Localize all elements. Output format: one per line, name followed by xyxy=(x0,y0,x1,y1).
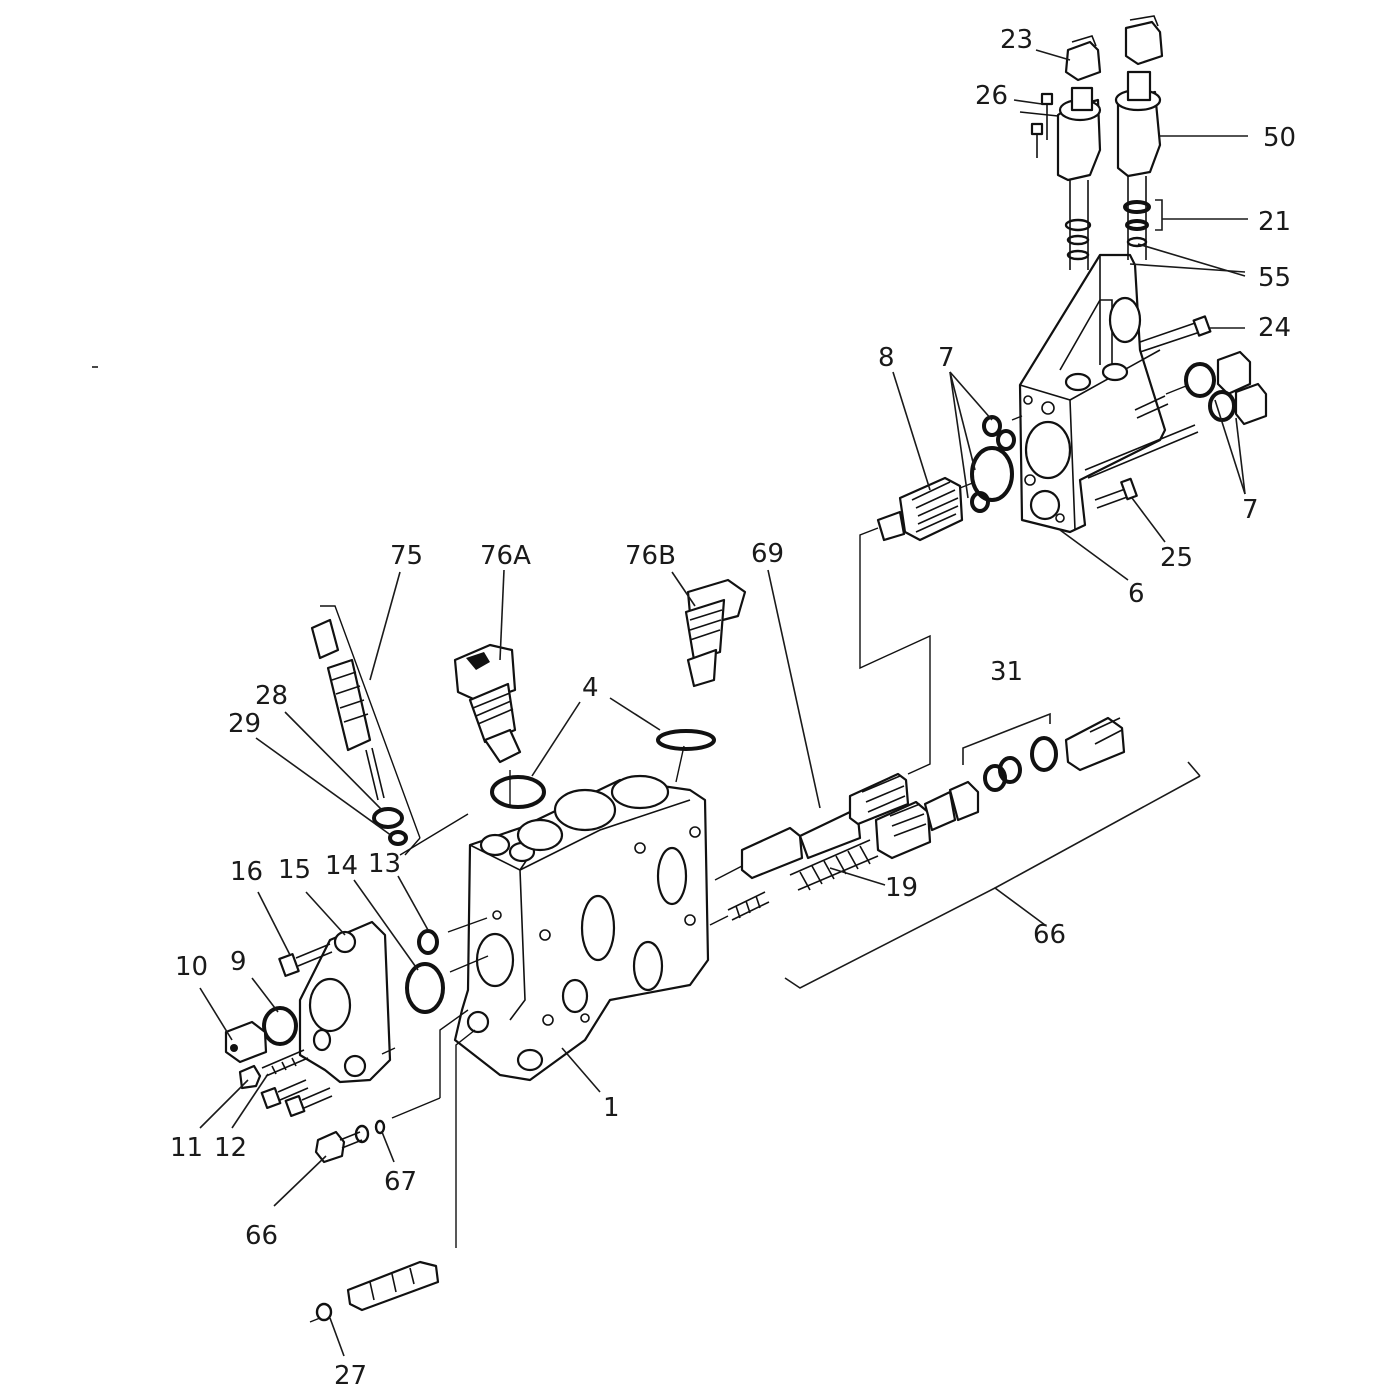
set-screw-12 xyxy=(261,1049,309,1077)
solenoid-valve-left xyxy=(1056,86,1102,270)
solenoid-valve-right xyxy=(1114,70,1162,260)
plug-7-upper xyxy=(1184,350,1252,398)
connector-plug-right xyxy=(1124,15,1164,66)
fitting-66 xyxy=(314,1119,386,1164)
o-ring-14 xyxy=(405,962,445,1014)
o-ring-4-left xyxy=(490,775,546,809)
callout-31: 31 xyxy=(990,657,1023,687)
valve-cartridge-75 xyxy=(310,618,385,801)
spool-69 xyxy=(740,772,910,880)
screw-26-b xyxy=(1030,122,1044,158)
callout-19: 19 xyxy=(885,873,918,903)
callout-23: 23 xyxy=(1000,25,1033,55)
callout-27: 27 xyxy=(334,1361,367,1391)
callout-8: 8 xyxy=(878,343,895,373)
callout-labels: 23 26 50 21 55 24 8 7 7 25 6 75 76A 76B … xyxy=(170,25,1296,1391)
callout-55: 55 xyxy=(1258,263,1291,293)
valve-body-1 xyxy=(453,774,710,1082)
washer-9 xyxy=(262,1006,298,1046)
callout-69: 69 xyxy=(751,539,784,569)
callout-50: 50 xyxy=(1263,123,1296,153)
callout-1: 1 xyxy=(603,1093,620,1123)
relief-valve-76B xyxy=(684,578,747,688)
callout-6: 6 xyxy=(1128,579,1145,609)
long-rods xyxy=(1084,395,1199,479)
spring-seat-31 xyxy=(923,716,1126,832)
callout-7-upper: 7 xyxy=(938,343,955,373)
control-block-6 xyxy=(1018,253,1167,534)
bolt-25 xyxy=(1094,477,1138,509)
o-rings-7-left xyxy=(970,415,1016,513)
screws-lower xyxy=(260,1079,333,1118)
connector-plug-left xyxy=(1064,35,1102,82)
spring-cap-31-a xyxy=(874,800,932,860)
screw-16 xyxy=(278,943,333,977)
callout-75: 75 xyxy=(390,541,423,571)
o-ring-29 xyxy=(388,830,408,846)
leader-lines xyxy=(199,49,1248,1357)
callout-66-left: 66 xyxy=(245,1221,278,1251)
callout-76A: 76A xyxy=(480,541,531,571)
callout-26: 26 xyxy=(975,81,1008,111)
screw-26-a xyxy=(1040,92,1054,140)
callout-21: 21 xyxy=(1258,207,1291,237)
plug-10 xyxy=(224,1020,268,1064)
plug-7-lower xyxy=(1208,382,1268,426)
callout-12: 12 xyxy=(214,1133,247,1163)
check-valve-27 xyxy=(315,1260,440,1322)
cover-plate-15 xyxy=(298,920,392,1084)
bolt-24 xyxy=(1139,315,1212,353)
callout-29: 29 xyxy=(228,709,261,739)
small-spring xyxy=(727,891,770,921)
assembly-axes xyxy=(309,111,1187,1323)
callout-25: 25 xyxy=(1160,543,1193,573)
callout-13: 13 xyxy=(368,849,401,879)
relief-valve-76A xyxy=(453,643,522,764)
callout-15: 15 xyxy=(278,855,311,885)
callout-4: 4 xyxy=(582,673,599,703)
spring-cap-8 xyxy=(876,476,964,542)
callout-16: 16 xyxy=(230,857,263,887)
callout-24: 24 xyxy=(1258,313,1291,343)
callout-14: 14 xyxy=(325,851,358,881)
o-ring-4-right xyxy=(656,729,716,751)
callout-11: 11 xyxy=(170,1133,203,1163)
callout-9: 9 xyxy=(230,947,247,977)
o-ring-13 xyxy=(417,929,439,955)
o-ring-28 xyxy=(372,807,404,829)
callout-76B: 76B xyxy=(625,541,676,571)
spring-19 xyxy=(789,839,879,891)
callout-28: 28 xyxy=(255,681,288,711)
callout-7-lower: 7 xyxy=(1242,495,1259,525)
callout-10: 10 xyxy=(175,952,208,982)
callout-66-right: 66 xyxy=(1033,920,1066,950)
callout-67: 67 xyxy=(384,1167,417,1197)
